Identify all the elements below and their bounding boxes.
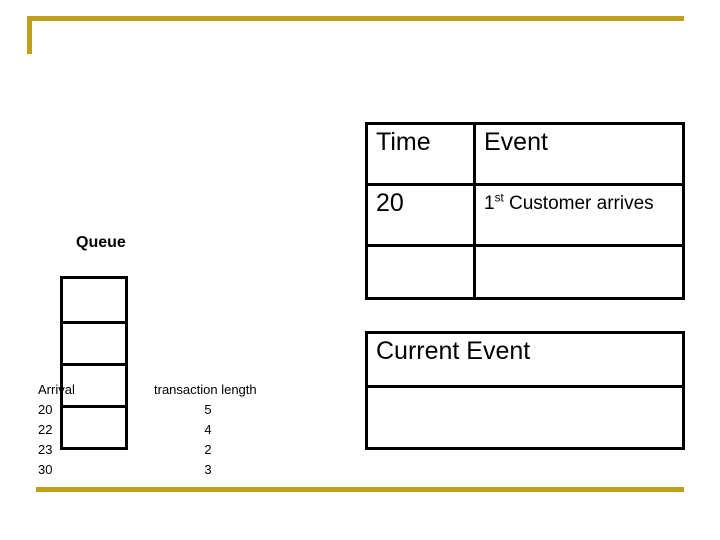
- event-table-header-time: Time: [376, 128, 431, 156]
- cell-arrival: 22: [38, 422, 53, 437]
- decorative-top-rule: [27, 16, 684, 21]
- queue-cell-3: [63, 363, 125, 405]
- event-table: Time Event 20 1st Customer arrives: [365, 122, 685, 300]
- event-table-cell-event-empty: [473, 247, 682, 297]
- column-header-transaction-length: transaction length: [154, 382, 257, 397]
- table-row: 23 2: [38, 440, 308, 460]
- current-event-title: Current Event: [376, 337, 531, 365]
- queue-label: Queue: [76, 234, 126, 251]
- queue-box: [60, 276, 128, 450]
- event-table-header-row: Time Event: [368, 125, 682, 183]
- cell-transaction-length: 3: [204, 462, 212, 477]
- cell-transaction-length: 4: [204, 422, 212, 437]
- cell-arrival: 20: [38, 402, 53, 417]
- event-text-prefix: 1: [484, 193, 495, 214]
- decorative-bottom-rule: [36, 487, 684, 492]
- arrival-data-table: Arrival transaction length 20 5 22 4 23 …: [38, 380, 308, 480]
- queue-cell-4: [63, 405, 125, 447]
- cell-transaction-length: 5: [204, 402, 212, 417]
- queue-cell-1: [63, 279, 125, 321]
- cell-arrival: 23: [38, 442, 53, 457]
- table-row: 20 5: [38, 400, 308, 420]
- current-event-box: Current Event: [365, 331, 685, 450]
- event-table-cell-time: 20: [376, 189, 404, 217]
- table-row: 30 3: [38, 460, 308, 480]
- arrival-data-header-row: Arrival transaction length: [38, 380, 308, 400]
- cell-transaction-length: 2: [204, 442, 212, 457]
- column-header-arrival: Arrival: [38, 382, 75, 397]
- event-text-ordinal-suffix: st: [494, 191, 504, 205]
- table-row: 20 1st Customer arrives: [368, 183, 682, 244]
- event-table-header-event: Event: [473, 125, 682, 183]
- decorative-left-rule: [27, 16, 32, 54]
- event-table-cell-event: 1st Customer arrives: [473, 186, 682, 244]
- queue-cell-2: [63, 321, 125, 363]
- current-event-value: [368, 385, 682, 447]
- event-text-body: Customer arrives: [503, 193, 654, 214]
- cell-arrival: 30: [38, 462, 53, 477]
- table-row: [368, 244, 682, 297]
- event-table-cell-time-empty: [368, 247, 473, 297]
- table-row: 22 4: [38, 420, 308, 440]
